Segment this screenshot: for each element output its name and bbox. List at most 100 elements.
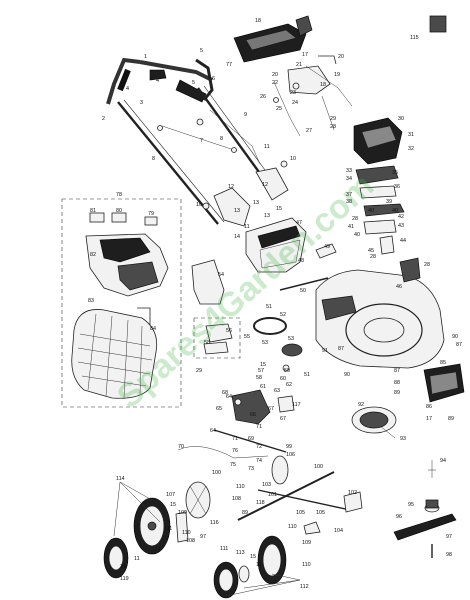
label-11a: 11 [264, 144, 270, 150]
leader-93 [379, 425, 396, 439]
label-88: 88 [394, 380, 400, 386]
label-87b: 87 [338, 346, 344, 352]
label-47: 47 [296, 220, 302, 226]
part-116-bracket [175, 511, 189, 543]
label-8b: 8 [220, 136, 223, 142]
label-99: 99 [286, 444, 292, 450]
label-58a: 58 [204, 340, 210, 346]
label-17: 17 [302, 52, 308, 58]
grass-bag-side [117, 261, 159, 291]
label-77: 77 [226, 62, 232, 68]
wheel-103 [271, 455, 289, 485]
label-43: 43 [398, 223, 404, 229]
part-21-spring [292, 82, 300, 90]
label-26: 26 [260, 94, 266, 100]
label-18b: 18 [320, 82, 326, 88]
drive-belt-52 [253, 317, 287, 335]
rear-axle-104 [257, 489, 351, 511]
leader-114 [113, 481, 161, 537]
label-100a: 100 [314, 464, 323, 470]
handle-grip [117, 68, 131, 92]
label-32: 32 [408, 146, 414, 152]
label-33: 33 [346, 168, 352, 174]
label-4b: 4 [126, 86, 129, 92]
label-68: 68 [222, 390, 228, 396]
wheel-hubcap-107-spokes [189, 485, 207, 515]
label-56: 56 [226, 328, 232, 334]
label-63: 63 [274, 388, 280, 394]
part-20-clip [318, 55, 337, 65]
part-43-plate [363, 219, 397, 235]
motor-cover-ribs [259, 239, 301, 269]
label-81: 81 [90, 208, 96, 214]
label-58b: 58 [256, 375, 262, 381]
label-80: 80 [116, 208, 122, 214]
label-59: 59 [284, 368, 290, 374]
label-89b: 89 [394, 390, 400, 396]
label-79: 79 [148, 211, 154, 217]
blade-96 [393, 513, 457, 541]
label-5b: 5 [192, 80, 195, 86]
label-40a: 40 [368, 208, 374, 214]
label-109b: 109 [302, 540, 311, 546]
part-45-bracket [379, 235, 395, 255]
catcher-lid-window [245, 29, 297, 51]
label-105b: 105 [316, 510, 325, 516]
label-15c: 15 [170, 502, 176, 508]
label-12b: 12 [262, 182, 268, 188]
label-84: 84 [150, 326, 156, 332]
label-28d: 28 [424, 262, 430, 268]
label-20a: 20 [338, 54, 344, 60]
rear-wheel-right-cap-inner [218, 568, 234, 592]
label-13b: 13 [234, 208, 240, 214]
catcher-lid-handle [295, 15, 313, 37]
label-61: 61 [260, 384, 266, 390]
label-108a: 108 [232, 496, 241, 502]
part-105-clip [303, 521, 321, 535]
part-115-label-plate [429, 15, 447, 33]
front-wheel-left-hub [147, 521, 157, 531]
label-111a: 111 [164, 526, 172, 532]
label-67b: 67 [280, 416, 286, 422]
label-10a: 10 [290, 156, 296, 162]
label-62: 62 [286, 382, 292, 388]
label-34: 34 [346, 176, 352, 182]
label-87a: 87 [394, 368, 400, 374]
label-116: 116 [210, 520, 219, 526]
label-76: 76 [232, 448, 238, 454]
height-adjust-rod [305, 65, 353, 107]
label-94: 94 [440, 458, 446, 464]
part-57-spacer [282, 364, 290, 372]
part-79 [144, 216, 158, 226]
label-41: 41 [348, 224, 354, 230]
label-89c: 89 [448, 416, 454, 422]
label-83: 83 [88, 298, 94, 304]
label-97a: 97 [200, 534, 206, 540]
part-50-axle [279, 277, 329, 291]
label-71b: 71 [232, 436, 238, 442]
label-15d: 15 [120, 564, 126, 570]
label-28c: 28 [370, 254, 376, 260]
part-102-bracket [343, 491, 363, 513]
label-28: 28 [330, 124, 336, 130]
linkage-rod-24 [273, 81, 301, 137]
label-12: 12 [228, 184, 234, 190]
part-9-knob [231, 147, 237, 153]
leader-112 [225, 573, 301, 597]
handle-bracket-right [255, 167, 289, 201]
label-28b: 28 [352, 216, 358, 222]
label-97b: 97 [446, 534, 452, 540]
label-113a: 113 [152, 546, 161, 552]
label-38: 38 [346, 199, 352, 205]
label-52: 52 [280, 312, 286, 318]
part-38-plate [363, 203, 405, 217]
label-73: 73 [248, 466, 254, 472]
label-13c: 13 [264, 213, 270, 219]
linkage-rod-27 [321, 95, 335, 131]
label-105a: 105 [296, 510, 305, 516]
label-30: 30 [398, 116, 404, 122]
blade-carrier-inner [359, 411, 389, 429]
label-70: 70 [178, 444, 184, 450]
label-9: 9 [244, 112, 247, 118]
